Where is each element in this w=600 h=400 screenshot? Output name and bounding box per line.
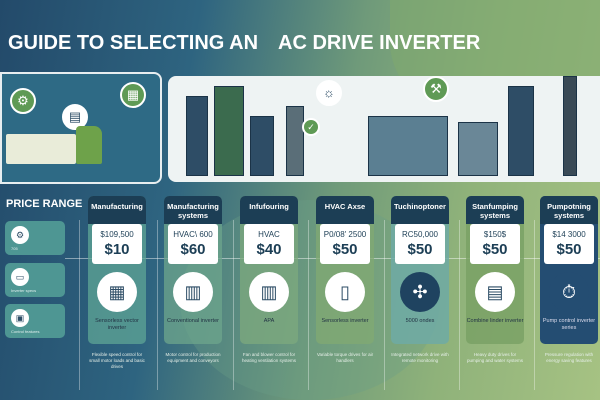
price-range-label: PRICE RANGE	[6, 198, 83, 210]
card-label: Pump control inverter series	[542, 318, 596, 331]
price-box: RC50,000 $50	[395, 224, 445, 264]
title-part-2: AC DRIVE INVERTER	[278, 32, 481, 54]
enclosure-icon: ▯	[325, 272, 365, 312]
machine	[458, 122, 498, 176]
price-card[interactable]: Manufacturing $109,500 $10 ▦ Sensorless v…	[88, 196, 146, 344]
price-card[interactable]: Infufouring HVAC $40 ▥ APA	[240, 196, 298, 344]
card-description: Fan and blower control for heating venti…	[241, 352, 297, 363]
side-item[interactable]: ▭ Inverter specs	[5, 263, 65, 297]
divider	[79, 220, 80, 390]
price-card[interactable]: Manufacturing systems HVAC\ 600 $60 ▥ Con…	[164, 196, 222, 344]
machine	[368, 116, 448, 176]
inverter-icon: ▦	[97, 272, 137, 312]
card-label: Conventional inverter	[167, 318, 219, 324]
title-part-1: GUIDE TO SELECTING AN	[8, 32, 259, 54]
price-box: HVAC\ 600 $60	[168, 224, 218, 264]
price-value: $60	[180, 241, 206, 258]
network-icon: ✣	[400, 272, 440, 312]
card-header: Infufouring	[240, 196, 298, 224]
timer-icon: ⏱	[549, 272, 589, 312]
divider	[233, 220, 234, 390]
divider	[157, 220, 158, 390]
card-label: Sensorless inverter	[321, 318, 369, 324]
card-description: Flexible speed control for small motor l…	[89, 352, 145, 369]
card-header: Pumpotning systems	[540, 196, 598, 224]
price-card[interactable]: Stanfumping systems $150$ $50 ▤ Combine l…	[466, 196, 524, 344]
card-header: Manufacturing	[88, 196, 146, 224]
monitor-icon: ▭	[11, 268, 29, 286]
bulb-icon: ☼	[316, 80, 342, 106]
price-card[interactable]: HVAC Axse P0/08' 2500 $50 ▯ Sensorless in…	[316, 196, 374, 344]
chip-icon: ▣	[11, 309, 29, 327]
machine	[186, 96, 208, 176]
gear-icon: ⚙	[10, 88, 36, 114]
card-description: Motor control for production equipment a…	[165, 352, 221, 363]
chart-icon: ▤	[62, 104, 88, 130]
price-value: $50	[482, 241, 508, 258]
card-label: APA	[263, 318, 275, 324]
price-range: P0/08' 2500	[323, 230, 367, 239]
divider	[534, 220, 535, 390]
price-box: $109,500 $10	[92, 224, 142, 264]
machine-icon: ⚒	[423, 76, 449, 102]
truck-trailer	[6, 134, 76, 164]
card-header: HVAC Axse	[316, 196, 374, 224]
price-range: HVAC\ 600	[173, 230, 213, 239]
side-item[interactable]: ▣ Control features	[5, 304, 65, 338]
machine	[286, 106, 304, 176]
price-box: HVAC $40	[244, 224, 294, 264]
card-description: Pressure regulation with energy saving f…	[544, 352, 594, 363]
transport-illustration: ⚙ ▦ ▤	[0, 72, 162, 184]
cabinet-icon: ▥	[173, 272, 213, 312]
divider	[308, 220, 309, 390]
card-description: Integrated network drive with remote mon…	[391, 352, 449, 363]
divider	[459, 220, 460, 390]
price-range: $150$	[483, 230, 507, 239]
price-box: P0/08' 2500 $50	[320, 224, 370, 264]
price-range: RC50,000	[401, 230, 439, 239]
card-header: Stanfumping systems	[466, 196, 524, 224]
inverter-icon: ▦	[120, 82, 146, 108]
card-description: Heavy duty drives for pumping and water …	[466, 352, 524, 363]
price-range: $14 3000	[552, 230, 586, 239]
price-range: HVAC	[258, 230, 280, 239]
side-item-label: Inverter specs	[11, 288, 37, 293]
card-description: Variable torque drives for air handlers	[316, 352, 374, 363]
truck-cab	[76, 126, 102, 164]
check-icon: ✓	[302, 118, 320, 136]
price-value: $50	[332, 241, 358, 258]
price-card[interactable]: Tuchinoptoner RC50,000 $50 ✣ 5000 ondes	[391, 196, 449, 344]
price-value: $50	[407, 241, 433, 258]
factory-illustration: ☼ ⚒ ✓	[168, 76, 600, 182]
machine	[250, 116, 274, 176]
card-header: Tuchinoptoner	[391, 196, 449, 224]
price-value: $10	[104, 241, 130, 258]
price-range: $109,500	[100, 230, 134, 239]
price-card[interactable]: Pumpotning systems $14 3000 $50 ⏱ Pump co…	[540, 196, 598, 344]
cabinet-icon: ▥	[249, 272, 289, 312]
price-value: $40	[256, 241, 282, 258]
module-icon: ▤	[475, 272, 515, 312]
machine	[214, 86, 244, 176]
card-label: Sensorless vector inverter	[95, 318, 139, 331]
card-header: Manufacturing systems	[164, 196, 222, 224]
side-item[interactable]: ⚙ 705	[5, 221, 65, 255]
price-box: $14 3000 $50	[544, 224, 594, 264]
divider	[384, 220, 385, 390]
tank	[508, 86, 534, 176]
gear-icon: ⚙	[11, 226, 29, 244]
card-label: 5000 ondes	[405, 318, 435, 324]
price-box: $150$ $50	[470, 224, 520, 264]
tower	[563, 76, 577, 176]
side-item-label: 705	[11, 246, 18, 251]
price-value: $50	[556, 241, 582, 258]
side-item-label: Control features	[11, 329, 40, 334]
card-label: Combine linder inverter	[466, 318, 524, 324]
page-title: GUIDE TO SELECTING AN AC DRIVE INVERTER	[8, 32, 480, 55]
